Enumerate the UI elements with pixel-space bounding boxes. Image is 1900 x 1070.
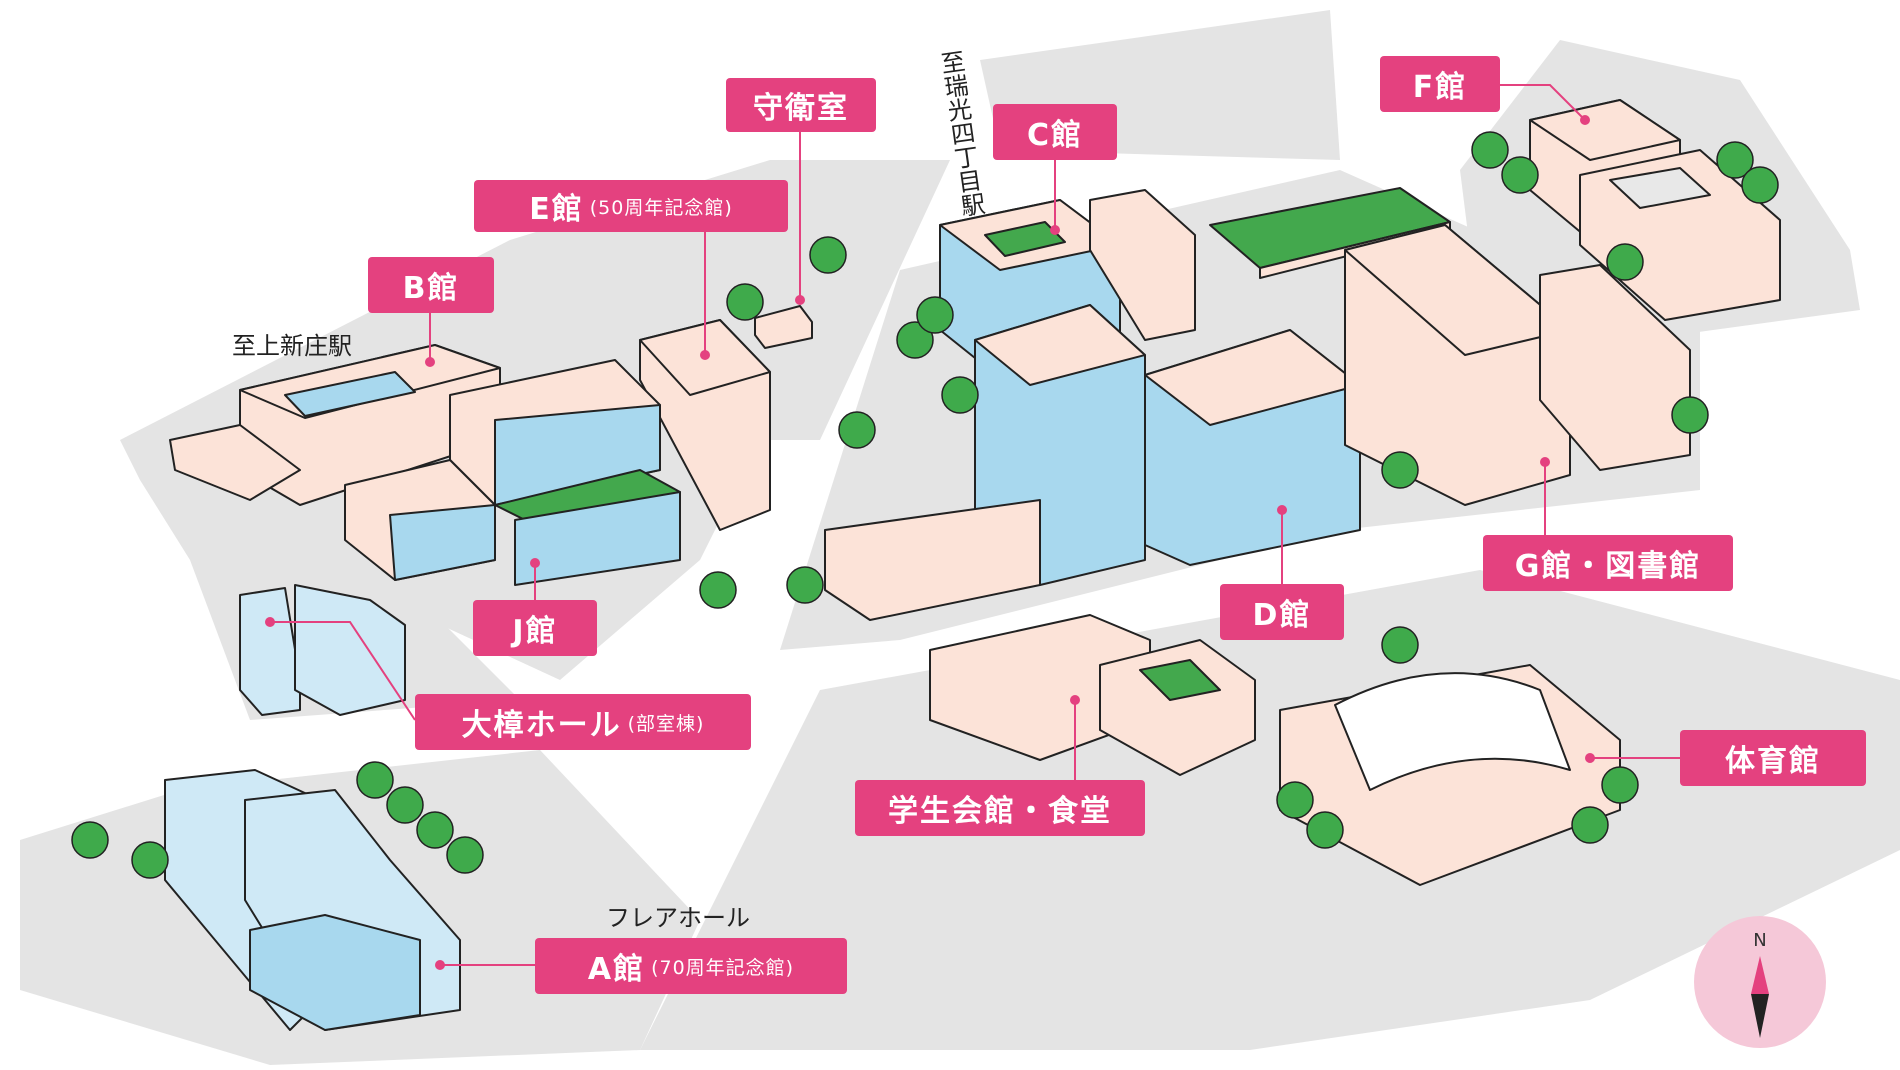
label-building-b[interactable]: B館 [368,257,494,313]
leader-lines [270,84,1680,966]
building-j[interactable] [344,359,681,586]
label-building-d-name: D館 [1252,598,1312,633]
label-building-e-name: E館 [529,192,584,227]
label-student-hall-cafeteria[interactable]: 学生会館・食堂 [855,780,1145,836]
building-ootaki[interactable] [239,584,406,716]
building-guard[interactable] [754,305,813,349]
label-ootaki-hall[interactable]: 大樟ホール (部室棟) [415,694,751,750]
label-gymnasium[interactable]: 体育館 [1680,730,1866,786]
label-building-e[interactable]: E館 (50周年記念館) [474,180,788,232]
compass: N [1694,916,1826,1048]
label-guard-room-name: 守衛室 [753,91,849,126]
building-student-hall[interactable] [929,614,1256,776]
label-building-g-library-name: G館・図書館 [1514,549,1702,584]
label-guard-room[interactable]: 守衛室 [726,78,876,132]
label-building-j[interactable]: J館 [473,600,597,656]
direction-kamishinjo-station: 至上新庄駅 [232,332,352,360]
building-a[interactable] [164,769,461,1031]
building-b[interactable] [169,344,501,506]
label-building-a-name: A館 [587,952,646,987]
location-markers [265,115,1595,970]
compass-needle-icon [1751,956,1769,1038]
label-gymnasium-name: 体育館 [1725,744,1821,779]
label-building-f-name: F館 [1412,70,1468,105]
label-building-a-sub: (70周年記念館) [651,956,795,979]
building-g[interactable] [1344,224,1691,506]
label-ootaki-hall-name: 大樟ホール [461,708,622,743]
label-building-g-library[interactable]: G館・図書館 [1483,535,1733,591]
building-d[interactable] [824,304,1361,621]
trees [71,131,1779,879]
label-building-a[interactable]: A館 (70周年記念館) [535,938,847,994]
label-building-c-name: C館 [1026,118,1084,153]
compass-north-label: N [1753,930,1767,951]
building-c[interactable] [939,189,1196,371]
flare-hall-label: フレアホール [606,904,750,932]
label-building-e-sub: (50周年記念館) [589,196,733,219]
label-building-b-name: B館 [402,271,460,306]
building-gym[interactable] [1279,664,1621,886]
label-building-f[interactable]: F館 [1380,56,1500,112]
label-building-j-name: J館 [512,614,558,649]
label-student-hall-cafeteria-name: 学生会館・食堂 [888,794,1112,829]
label-building-d[interactable]: D館 [1220,584,1344,640]
label-building-c[interactable]: C館 [993,104,1117,160]
buildings [164,99,1781,1031]
label-ootaki-hall-sub: (部室棟) [627,712,705,735]
